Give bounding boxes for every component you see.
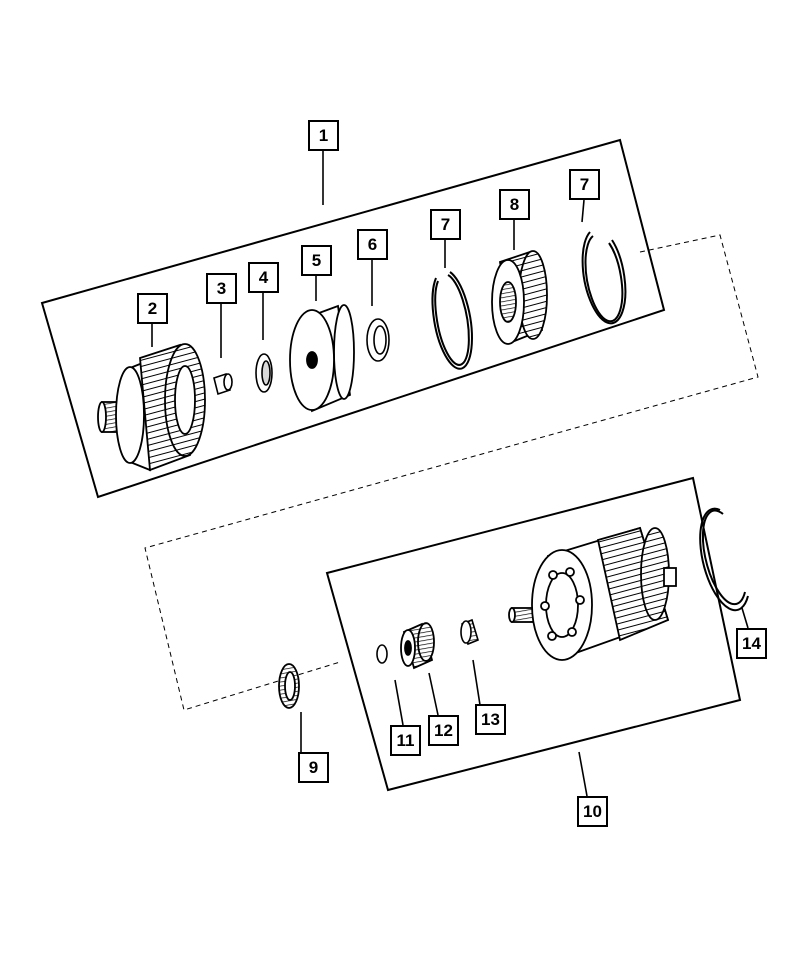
callout-1: 1 [308,120,339,151]
bearing-part-13 [460,618,479,646]
callout-7-b: 7 [569,169,600,200]
clip-part-11 [376,644,388,664]
bushing-part-3 [213,372,233,396]
callout-14: 14 [736,628,767,659]
clutch-housing-part-10 [508,526,677,661]
callout-10: 10 [577,796,608,827]
callout-12: 12 [428,715,459,746]
assembly-10-panel [325,476,742,792]
callout-13: 13 [475,704,506,735]
alignment-dashed-line [144,234,759,711]
snap-ring-part-7-b [581,231,627,325]
gear-carrier-part-2 [97,343,206,472]
callout-7-a: 7 [430,209,461,240]
callout-8: 8 [499,189,530,220]
pinion-gear-part-12 [400,622,435,670]
thrust-washer-part-4 [255,353,273,393]
callout-9: 9 [298,752,329,783]
drum-part-5 [289,304,355,413]
snap-ring-part-14 [699,507,749,612]
gear-part-8 [491,250,548,345]
assembly-1-panel [40,138,666,499]
washer-part-6 [366,318,390,362]
washer-part-9 [278,663,300,709]
leader-lines [151,150,749,797]
callout-11: 11 [390,725,421,756]
callout-2: 2 [137,293,168,324]
callout-4: 4 [248,262,279,293]
callout-6: 6 [357,229,388,260]
callout-3: 3 [206,273,237,304]
callout-5: 5 [301,245,332,276]
snap-ring-part-7-a [431,271,473,370]
